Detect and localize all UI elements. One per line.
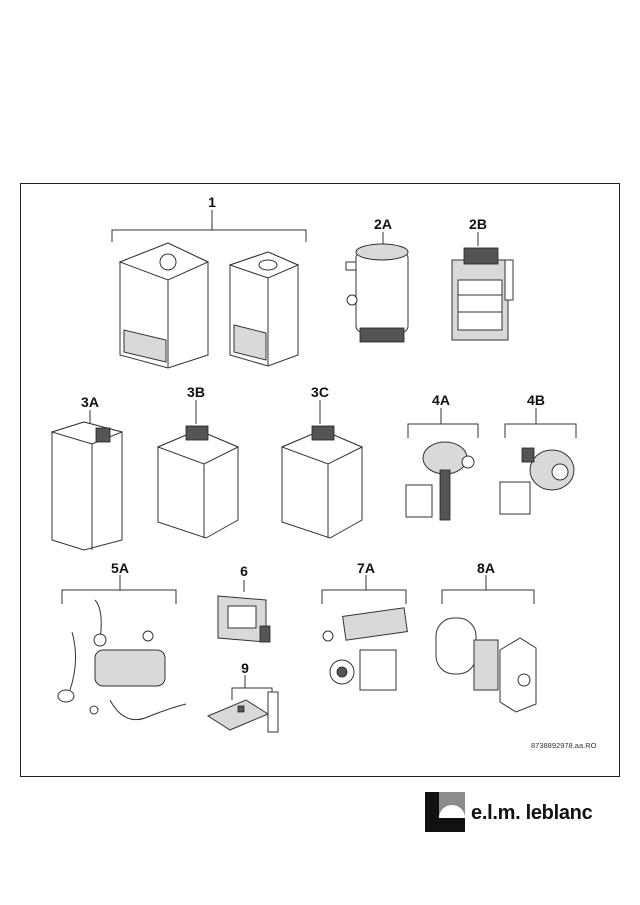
label-8a: 8A bbox=[477, 560, 495, 576]
label-2b: 2B bbox=[469, 216, 487, 232]
brand-name: e.l.m. leblanc bbox=[471, 802, 593, 824]
label-7a: 7A bbox=[357, 560, 375, 576]
label-4a: 4A bbox=[432, 392, 450, 408]
brand-mark-icon bbox=[425, 792, 465, 832]
label-4b: 4B bbox=[527, 392, 545, 408]
part-3c-casing bbox=[280, 400, 364, 539]
label-5a: 5A bbox=[111, 560, 129, 576]
part-1-casings bbox=[111, 210, 307, 369]
label-1: 1 bbox=[208, 194, 216, 210]
brand-logo: e.l.m. leblanc bbox=[425, 792, 601, 834]
label-3b: 3B bbox=[187, 384, 205, 400]
part-7a-exchanger-pump bbox=[321, 575, 408, 691]
part-6-control-unit bbox=[217, 580, 271, 643]
part-4a-fan-gas-valve bbox=[405, 408, 479, 521]
diagram-frame bbox=[20, 183, 620, 777]
label-2a: 2A bbox=[374, 216, 392, 232]
label-9: 9 bbox=[241, 660, 249, 676]
part-2a-heat-exchanger bbox=[345, 232, 409, 343]
part-4b-fan-gas-valve bbox=[499, 408, 577, 515]
part-5a-piping-kit bbox=[57, 575, 187, 720]
label-3a: 3A bbox=[81, 394, 99, 410]
label-6: 6 bbox=[240, 563, 248, 579]
part-3b-casing bbox=[156, 400, 240, 539]
part-9-kit bbox=[206, 675, 279, 733]
part-8a-expansion-vessel bbox=[435, 575, 537, 713]
part-2b-hydraulic-block bbox=[451, 232, 514, 341]
label-3c: 3C bbox=[311, 384, 329, 400]
reference-code: 8738892978.aa.RO bbox=[531, 741, 597, 750]
part-3a-casing bbox=[50, 410, 124, 551]
